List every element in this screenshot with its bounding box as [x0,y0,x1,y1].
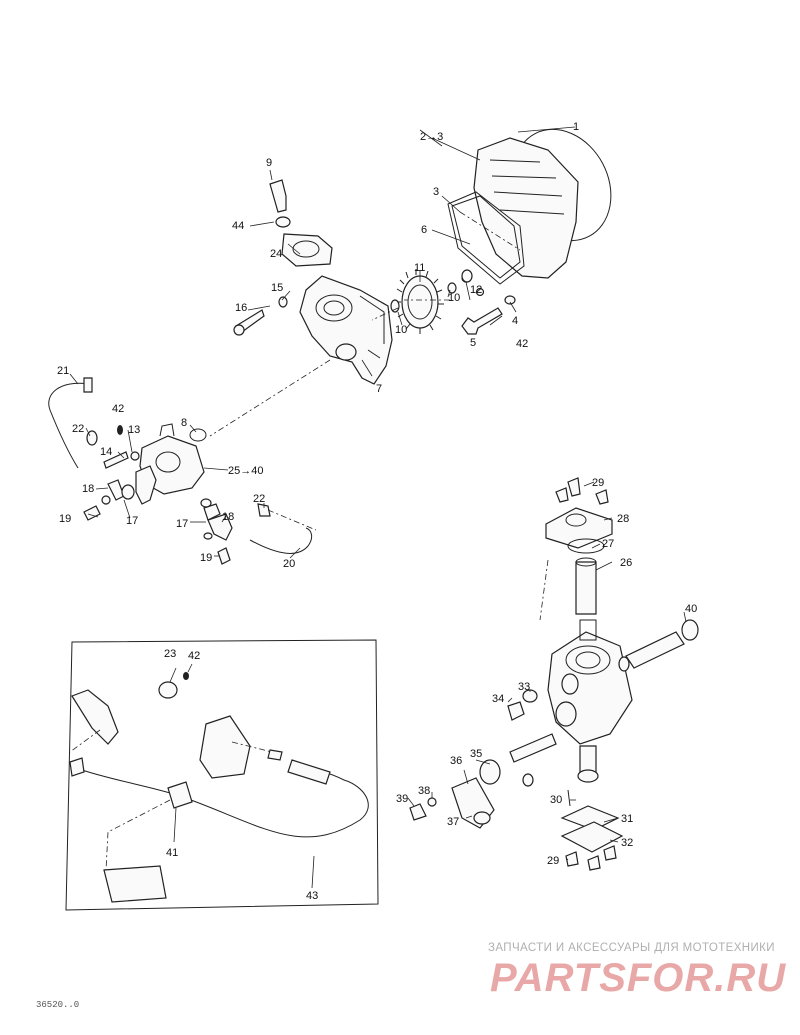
bolt-5 [461,295,516,335]
figure-code: 36520..0 [36,1000,80,1010]
callout-18-right: 18 [222,511,234,523]
callout-33: 33 [518,681,530,693]
watermark-logo: PARTSFOR.RU [490,956,787,1000]
callout-17-left: 17 [126,515,138,527]
callout-29-bottom: 29 [547,855,559,867]
callout-42-top: 42 [516,338,528,350]
callout-10-lower: 10 [395,324,407,336]
oil-injection-pump [409,477,699,871]
callout-26: 26 [620,557,632,569]
oil-pump [48,377,313,565]
callout-5: 5 [470,337,476,349]
callout-19-left: 19 [59,513,71,525]
callout-4: 4 [512,315,518,327]
callout-12: 12 [470,284,482,296]
rotary-valve-gear [390,269,473,334]
callout-11: 11 [414,262,425,274]
callout-13: 13 [128,424,140,436]
callout-40: 40 [685,603,697,615]
oil-pump-cable-inset [65,639,379,911]
callout-35: 35 [470,748,482,760]
callout-14: 14 [100,446,112,458]
callout-9: 9 [266,157,272,169]
callout-42-left: 42 [112,403,124,415]
callout-25-40: 25→40 [228,465,263,477]
callout-7: 7 [376,383,382,395]
callout-37: 37 [447,816,459,828]
callout-6: 6 [421,224,427,236]
callout-23: 23 [164,648,176,660]
callout-15: 15 [271,282,283,294]
callout-22-upper: 22 [72,423,84,435]
callout-29-top: 29 [592,477,604,489]
callout-28: 28 [617,513,629,525]
callout-1: 1 [573,121,579,133]
callout-38: 38 [418,785,430,797]
callout-labels: 1 2→3 3 6 11 10 12 10 4 5 42 9 44 24 15 … [57,121,697,902]
callout-39: 39 [396,793,408,805]
callout-21: 21 [57,365,69,377]
callout-31: 31 [621,813,633,825]
watermark-tagline: ЗАПЧАСТИ И АКСЕССУАРЫ ДЛЯ МОТОТЕХНИКИ [488,942,775,954]
callout-42-inset: 42 [188,650,200,662]
callout-34: 34 [492,693,504,705]
callout-20: 20 [283,558,295,570]
callout-24: 24 [270,248,282,260]
callout-41: 41 [166,847,178,859]
callout-17-right: 17 [176,518,188,530]
callout-2-3: 2→3 [420,131,443,143]
leader-lines [69,126,687,889]
oil-pump-housing [233,179,393,385]
callout-32: 32 [621,837,633,849]
callout-36: 36 [450,755,462,767]
callout-27: 27 [602,538,614,550]
callout-8: 8 [181,417,187,429]
callout-22-lower: 22 [253,493,265,505]
callout-3: 3 [433,186,439,198]
rotary-valve-cover [447,128,612,305]
callout-18-left: 18 [82,483,94,495]
callout-30: 30 [550,794,562,806]
callout-44: 44 [232,220,244,232]
callout-16: 16 [235,302,247,314]
callout-10-upper: 10 [448,292,460,304]
callout-19-right: 19 [200,552,212,564]
callout-43: 43 [306,890,318,902]
